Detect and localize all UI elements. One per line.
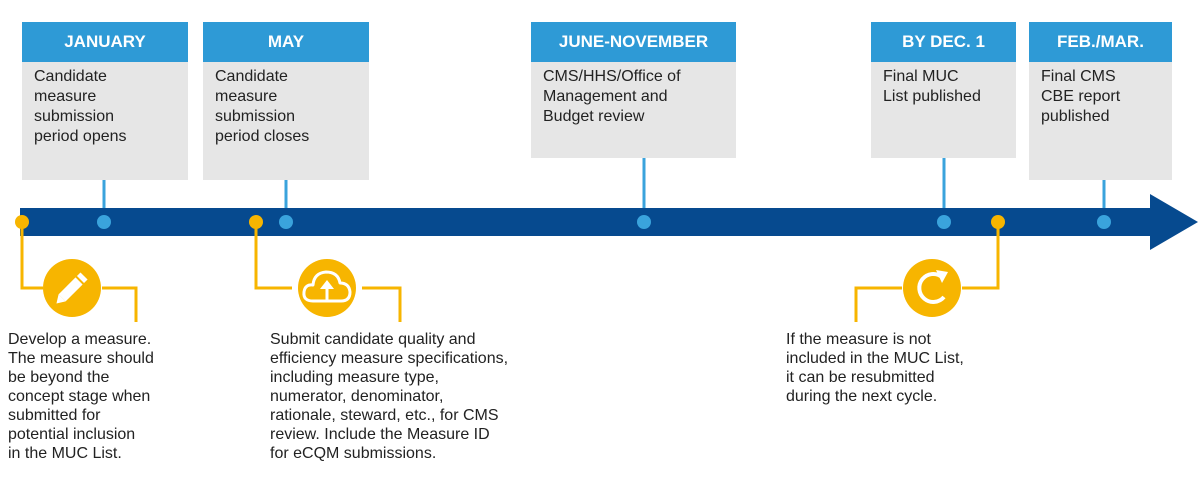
timeline-arrow	[20, 194, 1198, 250]
milestone-box-june-november: CMS/HHS/Office of Management and Budget …	[531, 62, 736, 158]
action-connector-submit	[254, 222, 292, 290]
milestone-header-june-november: JUNE-NOVEMBER	[531, 22, 736, 62]
refresh-icon	[903, 259, 961, 317]
action-connector-develop	[20, 222, 43, 290]
action-connector-resubmit-tail	[854, 286, 902, 322]
milestone-box-feb-mar: Final CMS CBE report published	[1029, 62, 1172, 180]
milestone-dot-dec	[937, 215, 951, 229]
action-note-submit: Submit candidate quality and efficiency …	[270, 331, 509, 462]
milestone-header-may: MAY	[203, 22, 369, 62]
milestone-dot-january	[97, 215, 111, 229]
action-connector-develop-tail	[102, 286, 138, 322]
action-dot-submit	[249, 215, 263, 229]
milestone-box-dec: Final MUC List published	[871, 62, 1016, 158]
pencil-icon	[43, 259, 101, 317]
action-note-resubmit: If the measure is not included in the MU…	[786, 331, 964, 405]
milestone-header-feb-mar: FEB./MAR.	[1029, 22, 1172, 62]
milestone-header-january: JANUARY	[22, 22, 188, 62]
cloud-upload-icon	[298, 259, 356, 317]
milestone-box-may: Candidate measure submission period clos…	[203, 62, 369, 180]
action-connector-resubmit	[962, 222, 1000, 290]
action-dot-resubmit	[991, 215, 1005, 229]
action-note-develop: Develop a measure. The measure should be…	[8, 331, 154, 462]
action-connector-submit-tail	[362, 286, 402, 322]
milestone-dot-june-november	[637, 215, 651, 229]
milestone-header-dec: BY DEC. 1	[871, 22, 1016, 62]
action-dot-develop	[15, 215, 29, 229]
milestone-dot-feb-mar	[1097, 215, 1111, 229]
milestone-dot-may	[279, 215, 293, 229]
milestone-box-january: Candidate measure submission period open…	[22, 62, 188, 180]
